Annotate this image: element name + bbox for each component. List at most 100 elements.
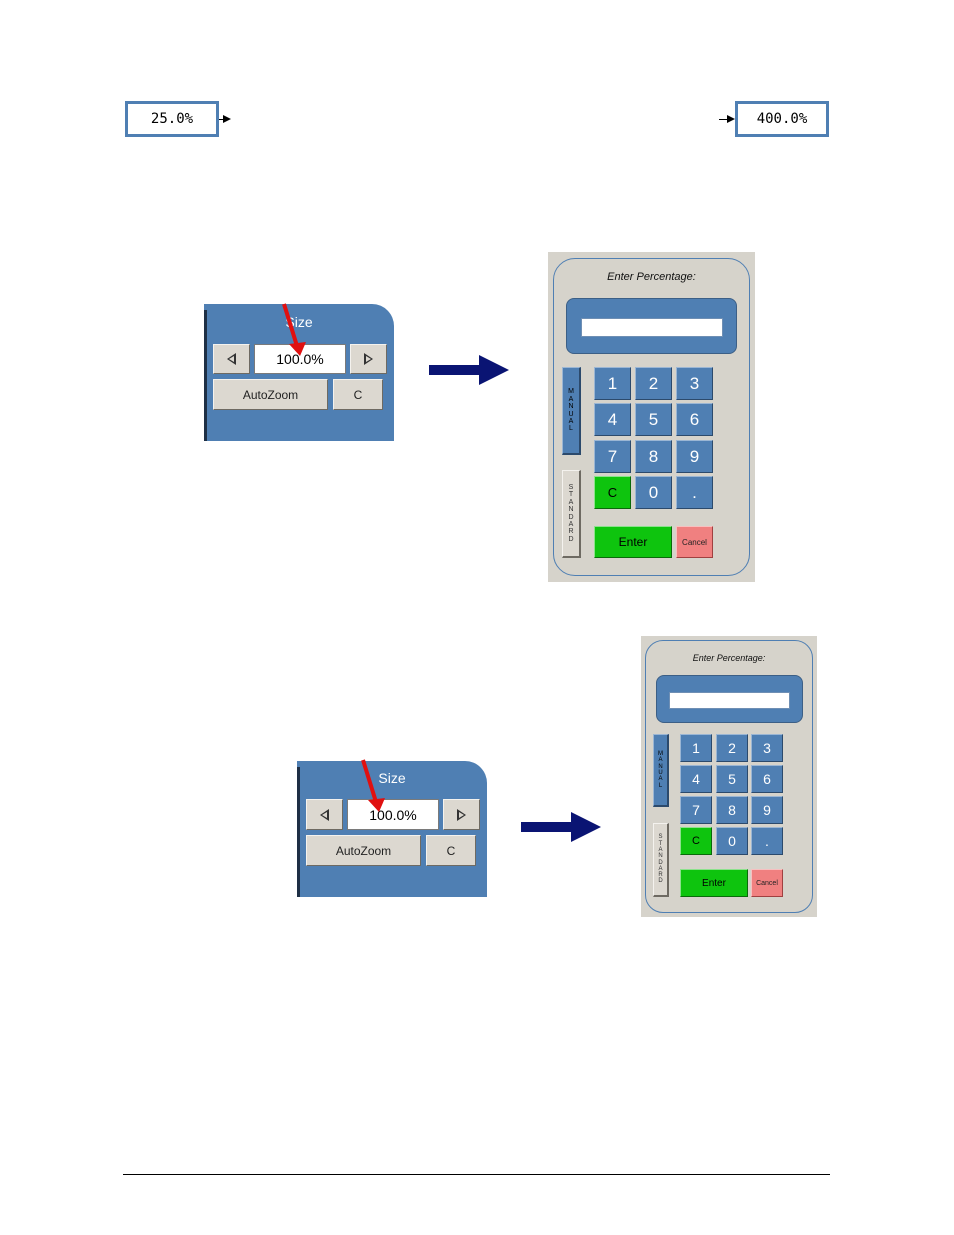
cancel-label: Cancel [756, 879, 778, 887]
standard-toggle[interactable]: STANDARD [653, 823, 669, 897]
keypad-display [656, 675, 803, 723]
cancel-button[interactable]: Cancel [751, 869, 783, 897]
key-0[interactable]: 0 [716, 827, 748, 855]
key-2[interactable]: 2 [635, 367, 672, 400]
zoom-max-value: 400.0% [756, 111, 808, 127]
size-increase-button[interactable] [350, 344, 387, 374]
navy-arrow-right [429, 355, 509, 385]
manual-toggle[interactable]: MANUAL [653, 734, 669, 807]
key-4-label: 4 [607, 409, 618, 429]
panel-edge [297, 767, 300, 897]
key-3[interactable]: 3 [676, 367, 713, 400]
key-0-label: 0 [648, 482, 659, 502]
key-6[interactable]: 6 [751, 765, 783, 793]
key-0[interactable]: 0 [635, 476, 672, 509]
red-pointer-arrow [282, 303, 306, 356]
triangle-right-icon [457, 808, 466, 821]
key-clear-label: C [692, 835, 700, 847]
size-clear-button[interactable]: C [333, 379, 383, 410]
key-1-label: 1 [607, 373, 618, 393]
key-9[interactable]: 9 [751, 796, 783, 824]
navy-arrow-right [521, 812, 601, 842]
key-9-label: 9 [763, 802, 771, 818]
size-clear-label: C [446, 843, 456, 858]
key-4-label: 4 [692, 771, 700, 787]
triangle-left-icon [227, 353, 236, 365]
cancel-label: Cancel [682, 537, 707, 547]
key-decimal[interactable]: . [676, 476, 713, 509]
red-pointer-arrow [361, 759, 385, 812]
panel-edge [204, 310, 207, 441]
zoom-min-box: 25.0% [125, 101, 219, 137]
standard-label: STANDARD [658, 834, 663, 885]
key-8[interactable]: 8 [635, 440, 672, 473]
key-0-label: 0 [728, 833, 736, 849]
size-value-field[interactable]: 100.0% [347, 799, 439, 830]
keypad: Enter Percentage: MANUAL STANDARD 1 2 3 … [641, 636, 817, 917]
key-clear[interactable]: C [594, 476, 631, 509]
key-7[interactable]: 7 [594, 440, 631, 473]
triangle-left-icon [320, 808, 329, 821]
key-decimal[interactable]: . [751, 827, 783, 855]
autozoom-button[interactable]: AutoZoom [306, 835, 421, 866]
enter-button[interactable]: Enter [594, 526, 672, 558]
autozoom-button[interactable]: AutoZoom [213, 379, 328, 410]
size-title: Size [378, 770, 406, 786]
size-value-text: 100.0% [276, 351, 324, 367]
keypad-rim [553, 258, 750, 576]
key-9-label: 9 [689, 446, 700, 466]
key-3-label: 3 [689, 373, 700, 393]
size-increase-button[interactable] [443, 799, 480, 830]
key-6-label: 6 [689, 409, 700, 429]
enter-button[interactable]: Enter [680, 869, 748, 897]
manual-label: MANUAL [658, 751, 663, 789]
key-decimal-label: . [765, 833, 769, 849]
manual-toggle[interactable]: MANUAL [562, 367, 581, 455]
key-5-label: 5 [728, 771, 736, 787]
cancel-button[interactable]: Cancel [676, 526, 713, 558]
keypad-title: Enter Percentage: [607, 271, 696, 283]
key-7-label: 7 [607, 446, 618, 466]
size-clear-button[interactable]: C [426, 835, 476, 866]
key-1[interactable]: 1 [680, 734, 712, 762]
size-decrease-button[interactable] [306, 799, 343, 830]
key-9[interactable]: 9 [676, 440, 713, 473]
key-3-label: 3 [763, 740, 771, 756]
key-clear[interactable]: C [680, 827, 712, 855]
key-5[interactable]: 5 [635, 403, 672, 436]
key-8[interactable]: 8 [716, 796, 748, 824]
key-8-label: 8 [648, 446, 659, 466]
size-panel: Size 100.0% AutoZoom C [297, 761, 487, 897]
key-4[interactable]: 4 [594, 403, 631, 436]
key-3[interactable]: 3 [751, 734, 783, 762]
zoom-min-value: 25.0% [150, 111, 194, 127]
key-5[interactable]: 5 [716, 765, 748, 793]
key-6[interactable]: 6 [676, 403, 713, 436]
key-2-label: 2 [728, 740, 736, 756]
enter-label: Enter [702, 877, 726, 889]
key-1[interactable]: 1 [594, 367, 631, 400]
standard-label: STANDARD [568, 484, 574, 543]
keypad-rim [645, 640, 813, 913]
zoom-max-arrow [719, 115, 735, 123]
keypad-display-field[interactable] [581, 318, 723, 337]
keypad-display-field[interactable] [669, 692, 790, 709]
size-value-text: 100.0% [369, 806, 417, 823]
size-decrease-button[interactable] [213, 344, 250, 374]
key-6-label: 6 [763, 771, 771, 787]
key-8-label: 8 [728, 802, 736, 818]
footer-rule [123, 1174, 830, 1175]
key-clear-label: C [607, 485, 618, 500]
key-1-label: 1 [692, 740, 700, 756]
key-2[interactable]: 2 [716, 734, 748, 762]
manual-label: MANUAL [568, 388, 574, 433]
keypad: Enter Percentage: MANUAL STANDARD 1 2 3 … [548, 252, 755, 582]
standard-toggle[interactable]: STANDARD [562, 470, 581, 558]
key-7-label: 7 [692, 802, 700, 818]
key-4[interactable]: 4 [680, 765, 712, 793]
keypad-title: Enter Percentage: [692, 653, 766, 663]
key-2-label: 2 [648, 373, 659, 393]
zoom-min-arrow [219, 115, 231, 123]
triangle-right-icon [364, 353, 373, 365]
key-7[interactable]: 7 [680, 796, 712, 824]
